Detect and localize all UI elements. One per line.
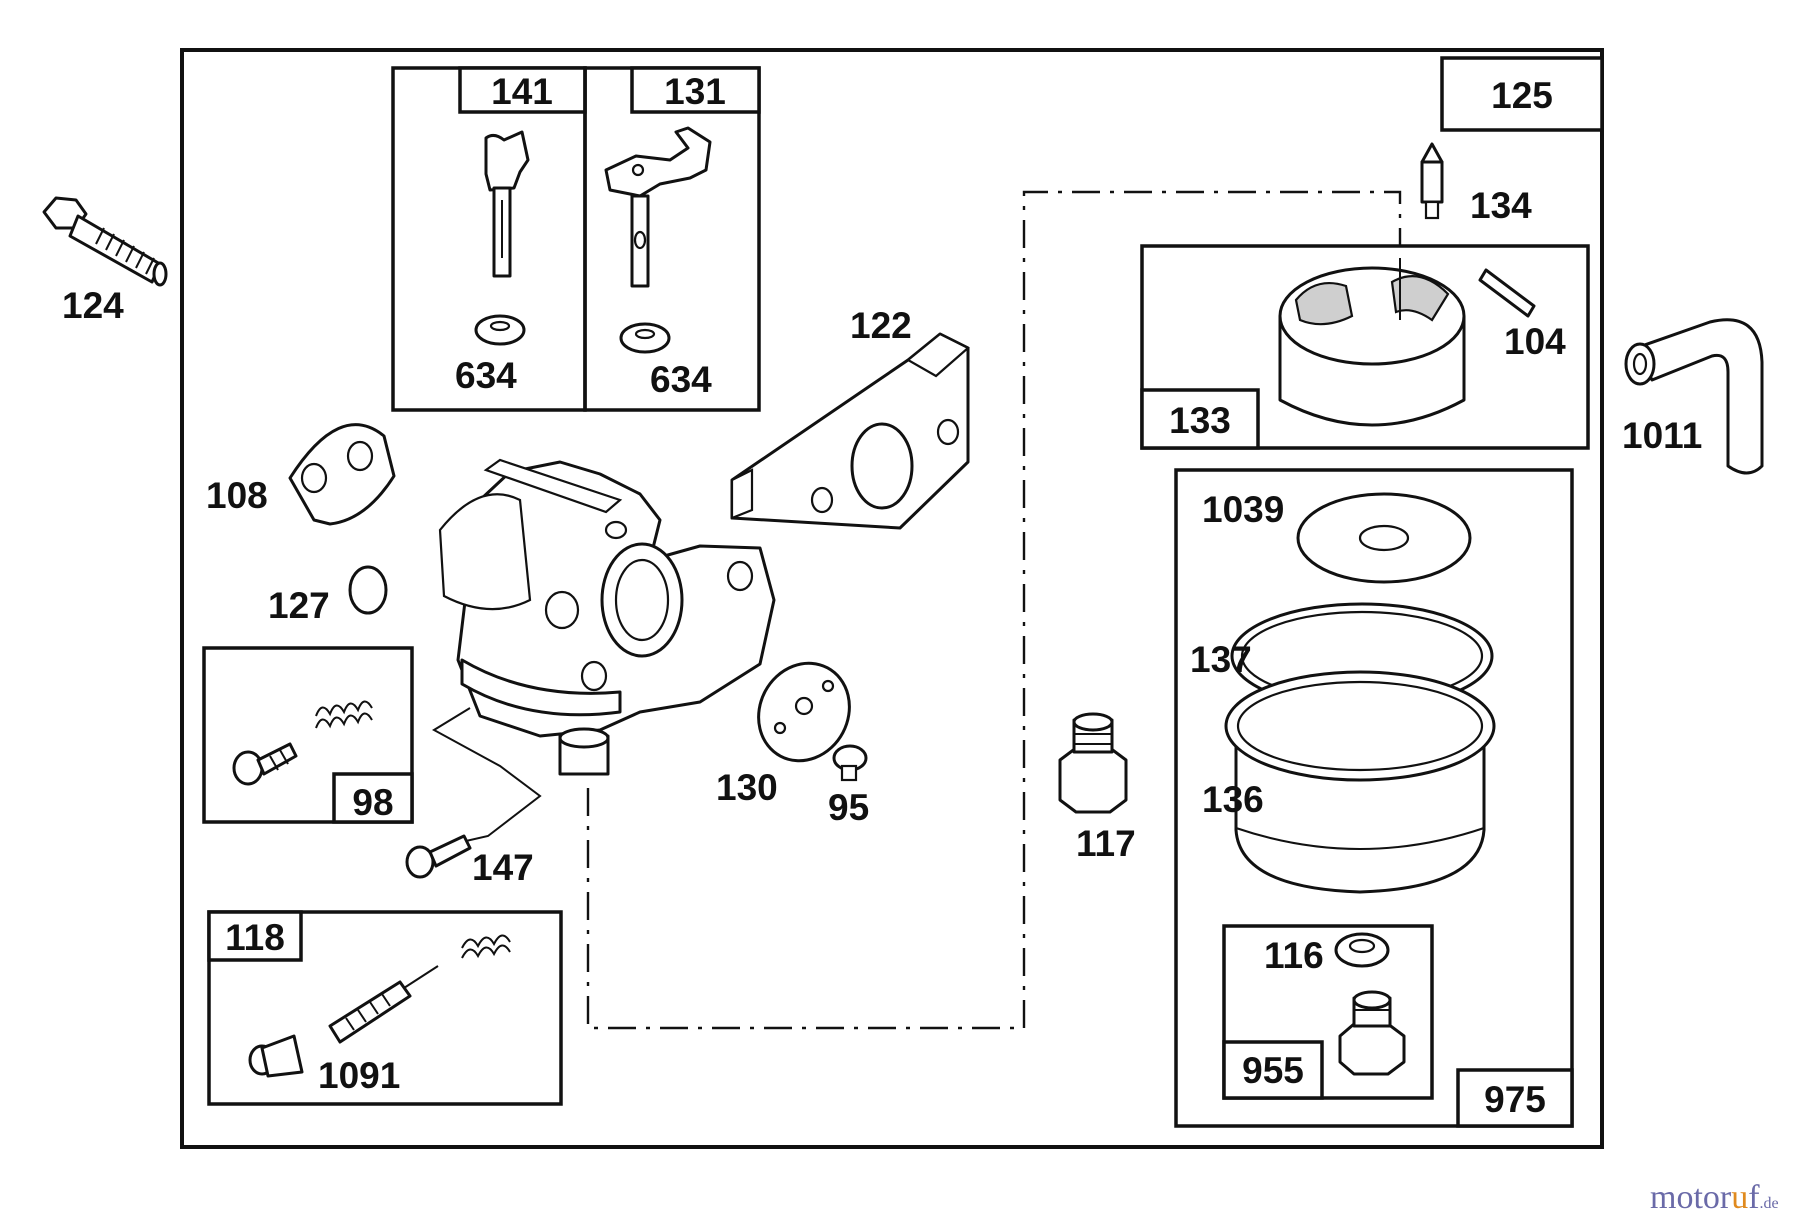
kit-box-98: 98 [202, 646, 414, 824]
kit-box-125: 125 [1440, 56, 1604, 132]
label-104: 104 [1504, 321, 1566, 362]
label-136: 136 [1202, 779, 1264, 820]
screw-95-icon [832, 744, 868, 782]
label-134: 134 [1470, 185, 1532, 226]
watermark-main: motor [1650, 1179, 1732, 1216]
dashed-connection-line [586, 190, 1402, 1030]
spring-98-icon [315, 700, 373, 729]
label-975: 975 [1484, 1079, 1546, 1120]
spacer-122-icon [730, 332, 970, 530]
label-124: 124 [62, 285, 124, 326]
float-bowl-136-icon [1224, 670, 1496, 894]
label-127: 127 [268, 585, 330, 626]
svg-text:motoruf.de: motoruf.de [1650, 1179, 1779, 1216]
mixture-needle-1091-icon [248, 934, 511, 1078]
wire-147 [432, 707, 542, 847]
label-118: 118 [225, 917, 285, 958]
label-116: 116 [1264, 935, 1324, 976]
label-137: 137 [1190, 639, 1252, 680]
label-108: 108 [206, 475, 268, 516]
label-634b: 634 [650, 359, 712, 400]
label-131: 131 [664, 71, 726, 112]
watermark-end: f [1748, 1179, 1760, 1216]
plate-108-icon [288, 423, 396, 526]
screw-147-icon [405, 834, 472, 879]
label-147: 147 [472, 847, 534, 888]
carburetor-body-icon [438, 458, 776, 776]
kit-box-141: 141 [391, 66, 587, 412]
label-130: 130 [716, 767, 778, 808]
bolt-124-icon [42, 196, 168, 287]
label-125: 125 [1491, 75, 1553, 116]
throttle-shaft-131-icon [604, 126, 712, 288]
elbow-tube-1011-icon [1624, 318, 1764, 475]
label-1091: 1091 [318, 1055, 400, 1096]
gasket-1039-icon [1296, 492, 1472, 584]
label-95: 95 [828, 787, 869, 828]
label-1011: 1011 [1622, 415, 1702, 456]
plug-127-icon [348, 565, 388, 615]
washer-634b-icon [619, 322, 671, 354]
choke-shaft-141-icon [484, 130, 530, 278]
washer-634a-icon [474, 314, 526, 346]
label-117: 117 [1076, 823, 1136, 864]
float-needle-134-icon [1420, 142, 1444, 220]
label-955: 955 [1242, 1050, 1304, 1091]
label-141: 141 [491, 71, 553, 112]
motoruf-watermark: motoruf.de [1650, 1179, 1779, 1216]
kit-box-133: 133 [1140, 244, 1590, 450]
washer-116-icon [1334, 932, 1390, 968]
label-98: 98 [352, 782, 393, 823]
kit-box-118: 118 [207, 910, 563, 1106]
watermark-tld: .de [1760, 1195, 1779, 1212]
disc-130-icon [757, 661, 851, 763]
label-1039: 1039 [1202, 489, 1284, 530]
label-133: 133 [1169, 400, 1231, 441]
watermark-accent: u [1731, 1179, 1748, 1216]
label-634a: 634 [455, 355, 517, 396]
diagram-frame [180, 48, 1604, 1149]
bolt-117-icon [1058, 712, 1128, 814]
kit-box-975: 975 [1174, 468, 1574, 1128]
float-pin-104-icon [1478, 268, 1536, 318]
kit-box-131: 131 [583, 66, 761, 412]
float-133-icon [1278, 258, 1466, 427]
bowl-nut-955-icon [1338, 990, 1406, 1076]
idle-screw-98-icon [232, 742, 298, 786]
kit-box-955: 955 [1222, 924, 1434, 1100]
label-122: 122 [850, 305, 912, 346]
